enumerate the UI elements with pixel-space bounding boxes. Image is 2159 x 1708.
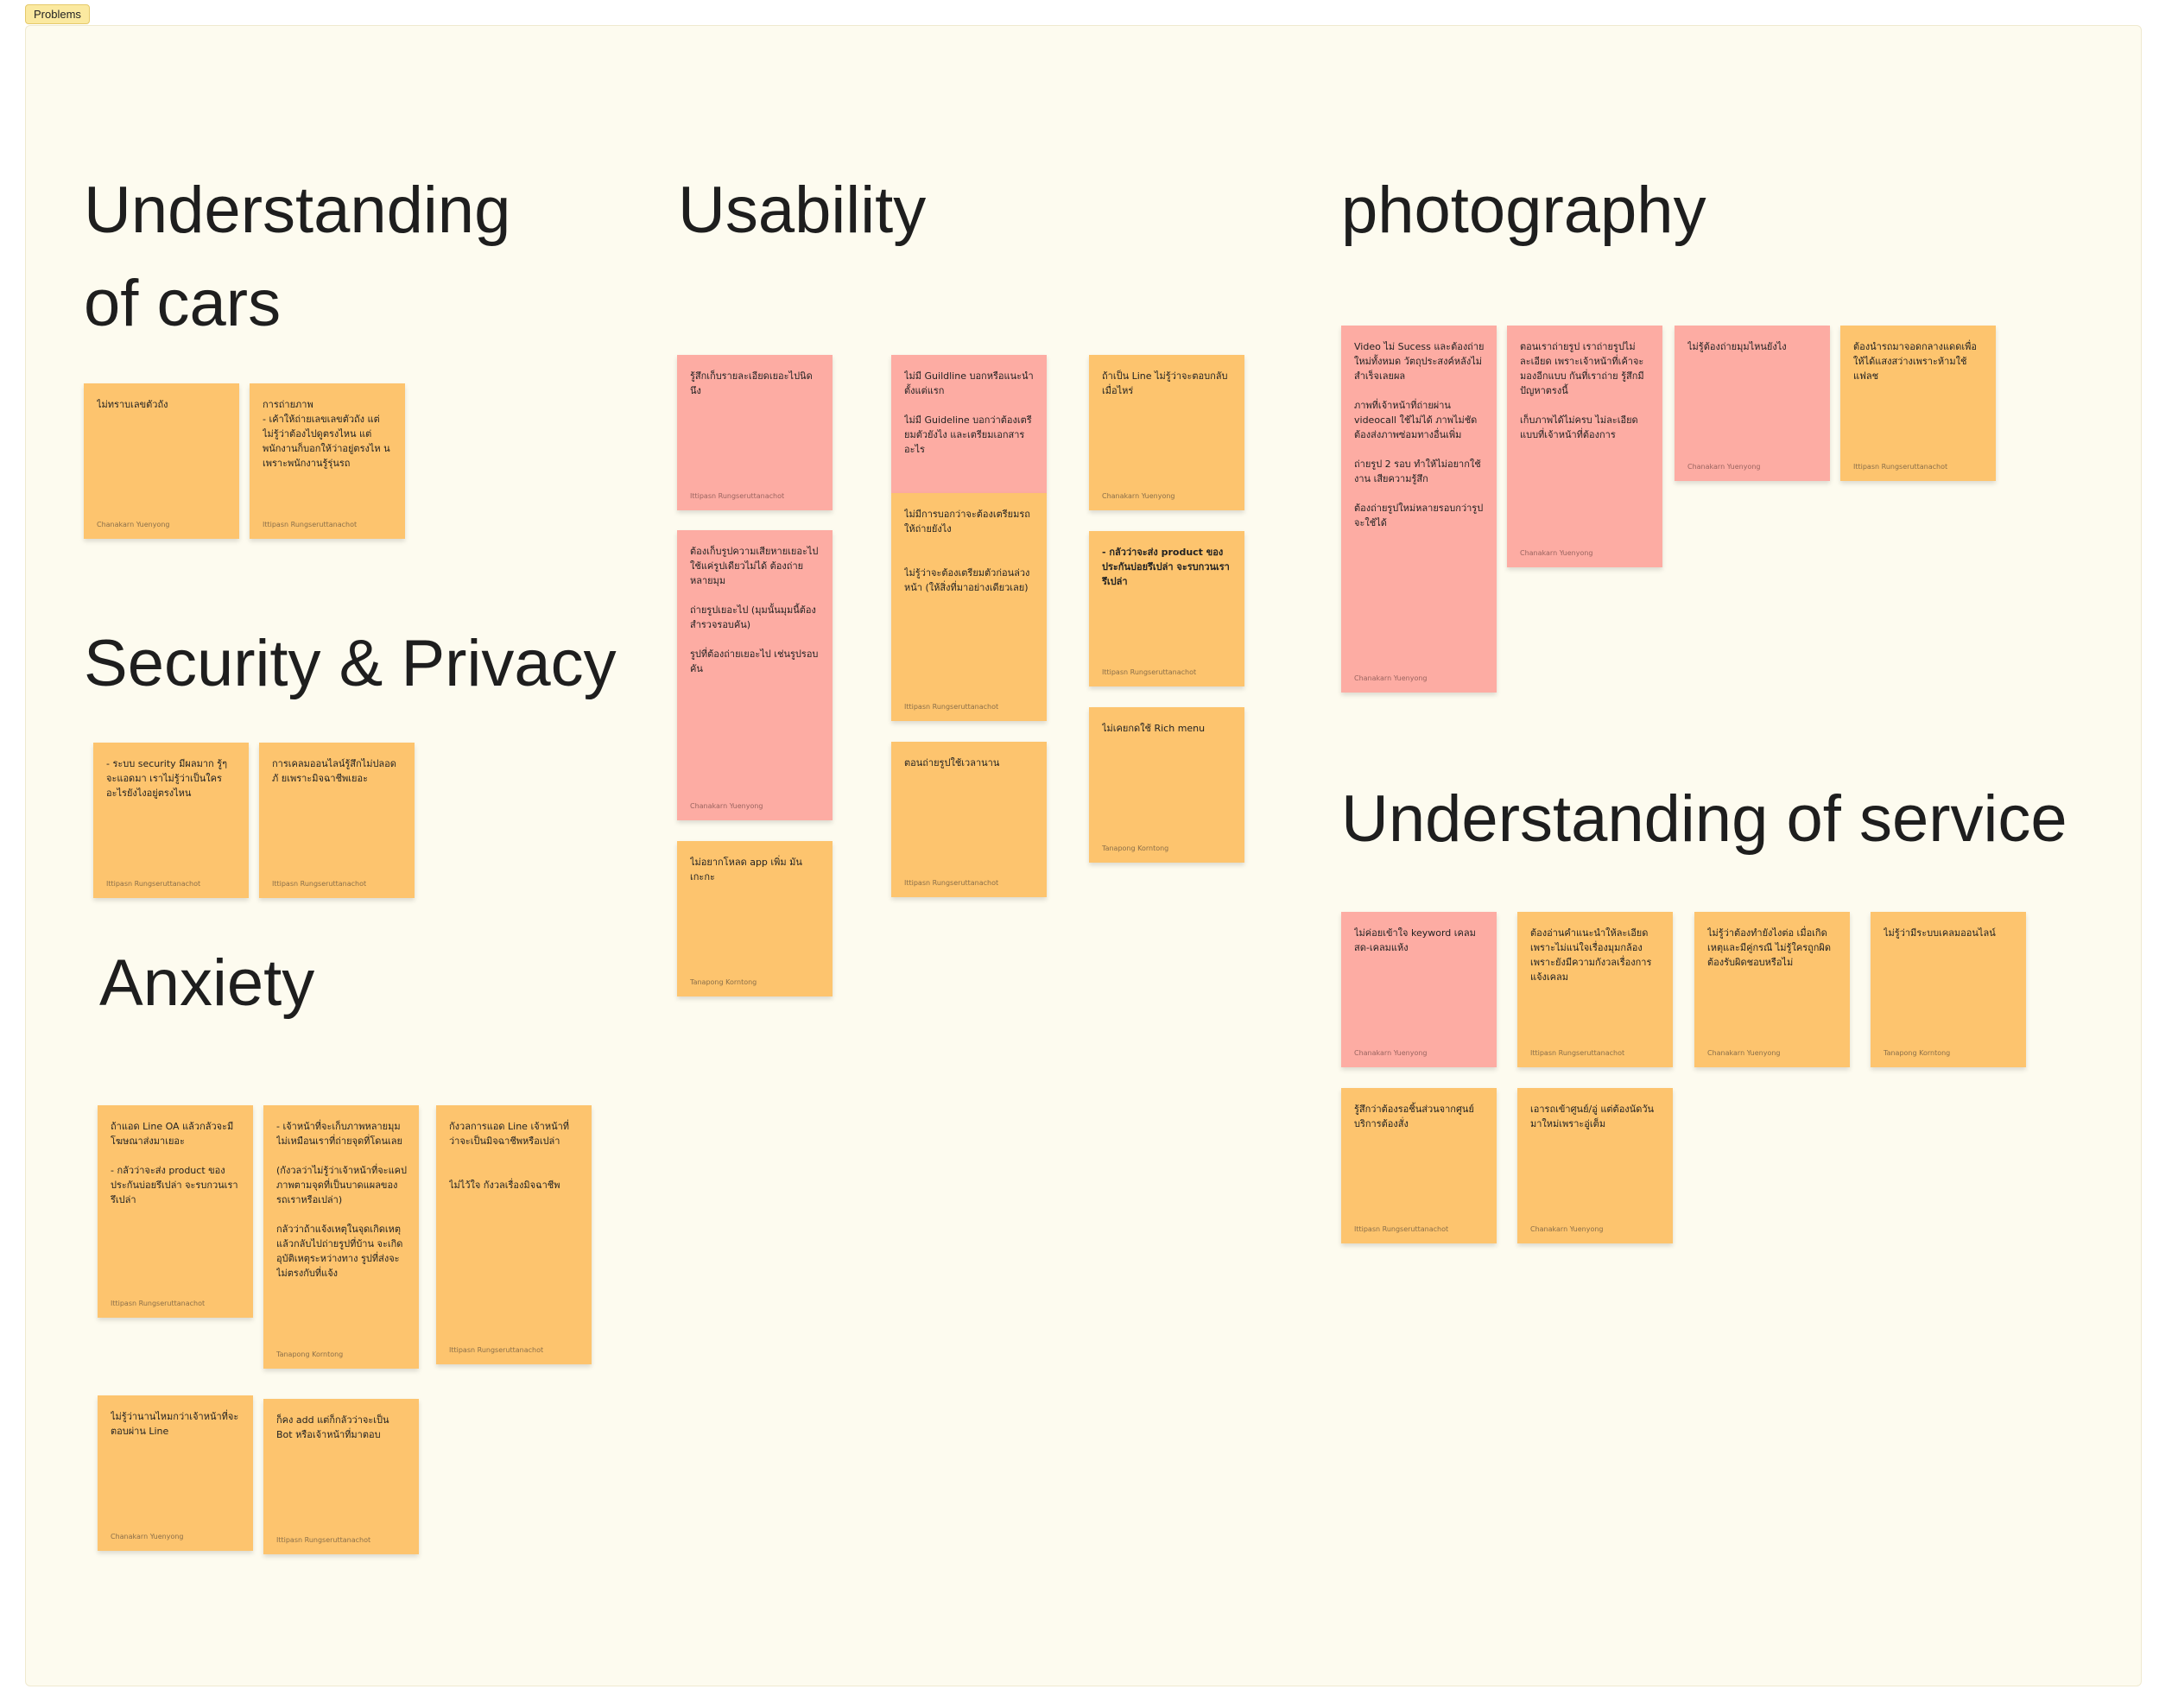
note-author: Chanakarn Yuenyong <box>111 1533 184 1540</box>
note-text: - กลัวว่าจะส่ง product ของประกันบ่อยรึเป… <box>1102 547 1230 587</box>
sticky-note[interactable]: ไม่รู้ว่ามีระบบเคลมออนไลน์ Tanapong Korn… <box>1871 912 2026 1067</box>
note-author: Tanapong Korntong <box>1884 1049 1951 1057</box>
note-author: Tanapong Korntong <box>690 978 757 986</box>
sticky-note[interactable]: ต้องอ่านคำแนะนำให้ละเอียด เพราะไม่แน่ใจเ… <box>1517 912 1673 1067</box>
sticky-note[interactable]: รู้สึกเก็บรายละเอียดเยอะไปนิดนึง Ittipas… <box>677 355 833 510</box>
note-text: ต้องอ่านคำแนะนำให้ละเอียด เพราะไม่แน่ใจเ… <box>1530 927 1652 983</box>
sticky-note[interactable]: - เจ้าหน้าที่จะเก็บภาพหลายมุม ไม่เหมือนเ… <box>263 1105 419 1369</box>
sticky-note[interactable]: ไม่รู้ว่าต้องทำยังไงต่อ เมื่อเกิดเหตุและ… <box>1694 912 1850 1067</box>
sticky-note[interactable]: ถ้าเป็น Line ไม่รู้ว่าจะตอบกลับเมื่อไหร่… <box>1089 355 1244 510</box>
note-text: รู้สึกว่าต้องรอชิ้นส่วนจากศูนย์บริการต้อ… <box>1354 1104 1474 1129</box>
sticky-note[interactable]: ตอนถ่ายรูปใช้เวลานาน Ittipasn Rungserutt… <box>891 742 1047 897</box>
note-author: Ittipasn Rungseruttanachot <box>106 880 201 888</box>
note-text: การเคลมออนไลน์รู้สึกไม่ปลอดภั ยเพราะมิจฉ… <box>272 758 396 784</box>
note-text: ต้องนำรถมาจอดกลางแดดเพื่อให้ได้แสงสว่างเ… <box>1853 341 1977 382</box>
note-author: Chanakarn Yuenyong <box>1354 674 1428 682</box>
note-author: Ittipasn Rungseruttanachot <box>1354 1225 1449 1233</box>
note-author: Ittipasn Rungseruttanachot <box>449 1346 544 1354</box>
note-text: ไม่ค่อยเข้าใจ keyword เคลมสด-เคลมแห้ง <box>1354 927 1476 953</box>
sticky-note[interactable]: การเคลมออนไลน์รู้สึกไม่ปลอดภั ยเพราะมิจฉ… <box>259 743 415 898</box>
heading-security-privacy[interactable]: Security & Privacy <box>84 627 617 700</box>
sticky-note[interactable]: รู้สึกว่าต้องรอชิ้นส่วนจากศูนย์บริการต้อ… <box>1341 1088 1497 1243</box>
note-text: เอารถเข้าศูนย์/อู่ แต่ต้องนัดวันมาใหม่เพ… <box>1530 1104 1655 1129</box>
note-text: ตอนเราถ่ายรูป เราถ่ายรูปไม่ละเอียด เพราะ… <box>1520 341 1644 440</box>
note-text: ไม่รู้ต้องถ่ายมุมไหนยังไง <box>1687 341 1787 352</box>
sticky-note[interactable]: ตอนเราถ่ายรูป เราถ่ายรูปไม่ละเอียด เพราะ… <box>1507 326 1662 567</box>
note-author: Chanakarn Yuenyong <box>97 521 170 528</box>
sticky-note[interactable]: ไม่ค่อยเข้าใจ keyword เคลมสด-เคลมแห้ง Ch… <box>1341 912 1497 1067</box>
note-text: ถ้าเป็น Line ไม่รู้ว่าจะตอบกลับเมื่อไหร่ <box>1102 370 1228 396</box>
note-text: ไม่มี Guildline บอกหรือแนะนำตั้งแต่แรก ไ… <box>904 370 1034 455</box>
note-text: ไม่รู้ว่าต้องทำยังไงต่อ เมื่อเกิดเหตุและ… <box>1707 927 1832 968</box>
note-author: Chanakarn Yuenyong <box>1102 492 1175 500</box>
heading-photography[interactable]: photography <box>1341 174 1706 247</box>
heading-line: Understanding <box>84 174 511 247</box>
note-author: Tanapong Korntong <box>1102 845 1169 852</box>
sticky-note[interactable]: ต้องนำรถมาจอดกลางแดดเพื่อให้ได้แสงสว่างเ… <box>1840 326 1996 481</box>
note-text: การถ่ายภาพ - เค้าให้ถ่ายเลขเลขตัวถัง แต่… <box>263 399 390 469</box>
note-author: Chanakarn Yuenyong <box>1354 1049 1428 1057</box>
sticky-note[interactable]: การถ่ายภาพ - เค้าให้ถ่ายเลขเลขตัวถัง แต่… <box>250 383 405 539</box>
note-text: ไม่เคยกดใช้ Rich menu <box>1102 723 1206 734</box>
sticky-note[interactable]: เอารถเข้าศูนย์/อู่ แต่ต้องนัดวันมาใหม่เพ… <box>1517 1088 1673 1243</box>
note-author: Ittipasn Rungseruttanachot <box>272 880 367 888</box>
note-author: Chanakarn Yuenyong <box>690 802 763 810</box>
heading-usability[interactable]: Usability <box>678 174 927 247</box>
sticky-note[interactable]: ก็คง add แต่ก็กลัวว่าจะเป็น Bot หรือเจ้า… <box>263 1399 419 1554</box>
note-author: Ittipasn Rungseruttanachot <box>1853 463 1948 471</box>
note-text: ไม่รู้ว่านานไหมกว่าเจ้าหน้าที่จะตอบผ่าน … <box>111 1411 239 1437</box>
sticky-note[interactable]: ต้องเก็บรูปความเสียหายเยอะไป ใช้แค่รูปเด… <box>677 530 833 820</box>
sticky-note[interactable]: ไม่มีการบอกว่าจะต้องเตรียมรถให้ถ่ายยังไง… <box>891 493 1047 721</box>
sticky-note[interactable]: ไม่ทราบเลขตัวถัง Chanakarn Yuenyong <box>84 383 239 539</box>
note-author: Ittipasn Rungseruttanachot <box>690 492 785 500</box>
note-text: รู้สึกเก็บรายละเอียดเยอะไปนิดนึง <box>690 370 813 396</box>
note-text: ไม่รู้ว่ามีระบบเคลมออนไลน์ <box>1884 927 1996 939</box>
heading-anxiety[interactable]: Anxiety <box>99 946 315 1020</box>
heading-understanding-of-cars[interactable]: Understanding of cars <box>84 164 510 351</box>
note-author: Ittipasn Rungseruttanachot <box>263 521 358 528</box>
note-text: ไม่ทราบเลขตัวถัง <box>97 399 168 410</box>
sticky-note[interactable]: กังวลการแอด Line เจ้าหน้าที่ว่าจะเป็นมิจ… <box>436 1105 592 1364</box>
note-author: Ittipasn Rungseruttanachot <box>904 879 999 887</box>
sticky-note[interactable]: ไม่รู้ต้องถ่ายมุมไหนยังไง Chanakarn Yuen… <box>1675 326 1830 481</box>
note-author: Ittipasn Rungseruttanachot <box>276 1536 371 1544</box>
note-text: ถ้าแอด Line OA แล้วกลัวจะมีโฆษณาส่งมาเยอ… <box>111 1121 238 1205</box>
note-author: Tanapong Korntong <box>276 1351 344 1358</box>
note-author: Ittipasn Rungseruttanachot <box>904 703 999 711</box>
note-author: Chanakarn Yuenyong <box>1687 463 1761 471</box>
note-text: ก็คง add แต่ก็กลัวว่าจะเป็น Bot หรือเจ้า… <box>276 1414 389 1440</box>
note-text: Video ไม่ Sucess และต้องถ่ายใหม่ทั้งหมด … <box>1354 341 1485 528</box>
note-text: ต้องเก็บรูปความเสียหายเยอะไป ใช้แค่รูปเด… <box>690 546 819 674</box>
sticky-note[interactable]: Video ไม่ Sucess และต้องถ่ายใหม่ทั้งหมด … <box>1341 326 1497 693</box>
note-author: Chanakarn Yuenyong <box>1530 1225 1604 1233</box>
note-author: Ittipasn Rungseruttanachot <box>1102 668 1197 676</box>
note-text: ไม่อยากโหลด app เพิ่ม มันเกะกะ <box>690 857 802 882</box>
sticky-note[interactable]: ไม่อยากโหลด app เพิ่ม มันเกะกะ Tanapong … <box>677 841 833 996</box>
note-text: ตอนถ่ายรูปใช้เวลานาน <box>904 757 1000 769</box>
sticky-note[interactable]: - ระบบ security มีผลมาก รู้ๆจะแอดมา เราไ… <box>93 743 249 898</box>
note-text: - ระบบ security มีผลมาก รู้ๆจะแอดมา เราไ… <box>106 758 227 799</box>
sticky-note[interactable]: ถ้าแอด Line OA แล้วกลัวจะมีโฆษณาส่งมาเยอ… <box>98 1105 253 1318</box>
note-text: - เจ้าหน้าที่จะเก็บภาพหลายมุม ไม่เหมือนเ… <box>276 1121 407 1279</box>
note-author: Chanakarn Yuenyong <box>1707 1049 1781 1057</box>
sticky-note[interactable]: ไม่รู้ว่านานไหมกว่าเจ้าหน้าที่จะตอบผ่าน … <box>98 1395 253 1551</box>
frame-label[interactable]: Problems <box>25 4 90 24</box>
heading-understanding-of-service[interactable]: Understanding of service <box>1341 782 2067 856</box>
note-author: Ittipasn Rungseruttanachot <box>111 1300 206 1307</box>
heading-line: of cars <box>84 267 282 340</box>
sticky-note[interactable]: - กลัวว่าจะส่ง product ของประกันบ่อยรึเป… <box>1089 531 1244 686</box>
note-author: Ittipasn Rungseruttanachot <box>1530 1049 1625 1057</box>
sticky-note[interactable]: ไม่เคยกดใช้ Rich menu Tanapong Korntong <box>1089 707 1244 863</box>
note-text: กังวลการแอด Line เจ้าหน้าที่ว่าจะเป็นมิจ… <box>449 1121 570 1191</box>
sticky-note[interactable]: ไม่มี Guildline บอกหรือแนะนำตั้งแต่แรก ไ… <box>891 355 1047 493</box>
note-author: Chanakarn Yuenyong <box>1520 549 1593 557</box>
note-text: ไม่มีการบอกว่าจะต้องเตรียมรถให้ถ่ายยังไง… <box>904 509 1030 593</box>
